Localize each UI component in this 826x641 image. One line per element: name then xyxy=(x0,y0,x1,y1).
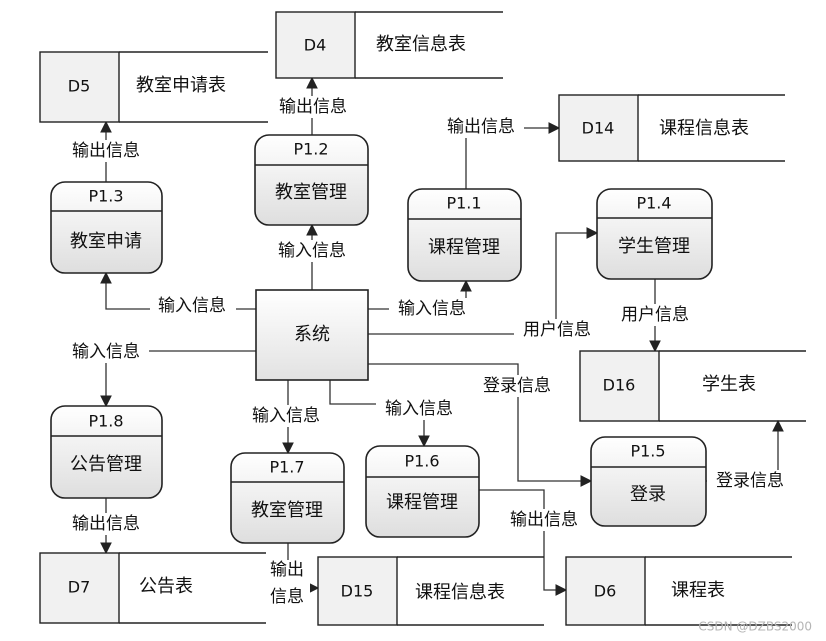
flow-label-in-p12: 输入信息 xyxy=(278,241,346,261)
flow-label-login-info-p15: 登录信息 xyxy=(716,471,784,491)
store-d16[interactable]: D16 学生表 xyxy=(579,350,806,422)
edge-sys-to-p14 xyxy=(368,227,599,335)
process-id: P1.1 xyxy=(446,194,481,213)
store-d14[interactable]: D14 课程信息表 xyxy=(558,94,785,162)
flow-labels: 输出信息 输出信息 输出信息 输入信息 输入信息 输入信息 用户信息 用户信息 … xyxy=(63,96,793,608)
flow-label-in-p11: 输入信息 xyxy=(398,299,466,319)
store-id: D5 xyxy=(68,77,91,96)
edge-sys-to-p15 xyxy=(368,363,593,487)
process-name: 教室管理 xyxy=(275,182,347,203)
flow-label-out-d15-line1: 输出 xyxy=(270,560,304,580)
system-label: 系统 xyxy=(294,324,330,345)
store-d15[interactable]: D15 课程信息表 xyxy=(317,556,544,626)
store-name: 课程表 xyxy=(671,580,725,601)
flow-label-in-p16: 输入信息 xyxy=(385,399,453,419)
flow-label-login-info-sys: 登录信息 xyxy=(483,376,551,396)
process-id: P1.6 xyxy=(404,452,439,471)
store-name: 教室申请表 xyxy=(136,75,226,96)
process-name: 课程管理 xyxy=(386,492,458,513)
process-id: P1.3 xyxy=(88,187,123,206)
watermark: CSDN @DZBS2000 xyxy=(698,620,812,634)
store-id: D15 xyxy=(341,582,374,601)
store-name: 教室信息表 xyxy=(376,34,466,55)
process-p14[interactable]: P1.4 学生管理 xyxy=(596,188,713,280)
process-name: 登录 xyxy=(630,484,666,505)
process-name: 课程管理 xyxy=(428,237,500,258)
store-d7[interactable]: D7 公告表 xyxy=(39,552,266,624)
process-p12[interactable]: P1.2 教室管理 xyxy=(254,134,369,226)
flow-label-out-d4: 输出信息 xyxy=(279,97,347,117)
flow-label-in-p18: 输入信息 xyxy=(72,342,140,362)
store-d5[interactable]: D5 教室申请表 xyxy=(39,51,268,123)
flow-label-out-d14: 输出信息 xyxy=(447,117,515,137)
process-id: P1.7 xyxy=(269,458,304,477)
flow-label-out-d6: 输出信息 xyxy=(510,510,578,530)
store-name: 学生表 xyxy=(702,374,756,395)
flow-label-user-info-p14: 用户信息 xyxy=(621,305,689,325)
process-id: P1.2 xyxy=(293,140,328,159)
flow-label-out-d7: 输出信息 xyxy=(72,514,140,534)
store-id: D4 xyxy=(304,36,327,55)
process-id: P1.4 xyxy=(636,194,671,213)
store-name: 公告表 xyxy=(139,576,193,597)
process-p16[interactable]: P1.6 课程管理 xyxy=(365,445,480,538)
store-id: D14 xyxy=(582,119,615,138)
flow-label-in-p17: 输入信息 xyxy=(252,406,320,426)
process-name: 教室申请 xyxy=(70,231,142,252)
store-id: D6 xyxy=(594,582,617,601)
process-p13[interactable]: P1.3 教室申请 xyxy=(50,181,163,274)
process-id: P1.5 xyxy=(630,442,665,461)
edge-p16-to-d6 xyxy=(479,489,568,596)
store-name: 课程信息表 xyxy=(415,582,505,603)
process-p17[interactable]: P1.7 教室管理 xyxy=(230,452,345,544)
flow-label-user-info-sys: 用户信息 xyxy=(523,320,591,340)
flow-label-in-p13: 输入信息 xyxy=(158,296,226,316)
process-name: 学生管理 xyxy=(618,236,690,257)
store-id: D7 xyxy=(68,578,91,597)
process-p15[interactable]: P1.5 登录 xyxy=(590,436,707,527)
store-name: 课程信息表 xyxy=(659,118,749,139)
process-id: P1.8 xyxy=(88,412,123,431)
process-p18[interactable]: P1.8 公告管理 xyxy=(50,405,163,499)
store-d4[interactable]: D4 教室信息表 xyxy=(275,11,503,79)
process-p11[interactable]: P1.1 课程管理 xyxy=(407,188,522,282)
flow-label-out-d5: 输出信息 xyxy=(72,141,140,161)
process-name: 教室管理 xyxy=(251,500,323,521)
system-node[interactable]: 系统 xyxy=(255,289,369,381)
store-d6[interactable]: D6 课程表 xyxy=(565,556,792,626)
process-name: 公告管理 xyxy=(70,454,142,475)
flow-label-out-d15-line2: 信息 xyxy=(270,587,304,607)
store-id: D16 xyxy=(603,376,636,395)
